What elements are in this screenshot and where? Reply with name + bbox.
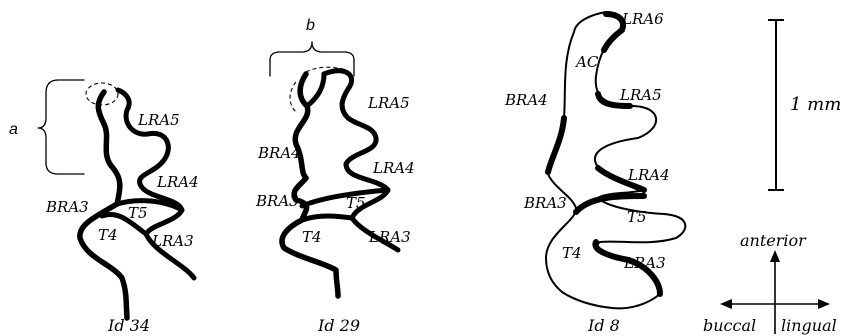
specimen-id-label: Id 34 (107, 316, 150, 335)
accent-top (601, 11, 626, 53)
ridge-t4 (592, 239, 663, 297)
label-t4: T4 (98, 226, 118, 244)
label-bra3: BRA3 (45, 198, 89, 216)
accent-lra4 (595, 165, 647, 193)
bracket-label-a: a (9, 121, 18, 138)
label-lra4: LRA4 (372, 159, 415, 177)
label-lra5: LRA5 (367, 94, 410, 112)
ridge-t5 (573, 193, 647, 215)
label-anterior: anterior (740, 231, 807, 250)
label-lingual: lingual (781, 316, 837, 335)
label-lra5: LRA5 (137, 111, 180, 129)
bracket-b (269, 41, 355, 77)
label-ac: AC (574, 53, 599, 71)
label-t4: T4 (302, 228, 322, 246)
label-buccal: buccal (703, 316, 756, 335)
label-t5: T5 (346, 194, 366, 212)
label-lra3: LRA3 (623, 254, 666, 272)
ridge-t5 (299, 187, 391, 209)
orientation-compass: anterior buccal lingual (703, 231, 837, 335)
accent-lra5 (595, 91, 633, 109)
arrow-head-right-icon (818, 299, 830, 309)
dashed-tip (85, 82, 119, 106)
ridge-t4 (299, 213, 355, 223)
arrow-head-up-icon (770, 250, 780, 262)
specimen-id29: b LRA5 BRA4 LRA4 BRA3 T5 T4 LRA3 Id 29 (255, 17, 415, 335)
label-lra4: LRA4 (627, 166, 670, 184)
buccal-outline (279, 71, 341, 299)
dashed-tip (289, 81, 297, 113)
specimen-id34: a LRA5 LRA4 BRA3 T5 T4 LRA3 Id 34 (9, 79, 199, 335)
ridge-t4 (99, 212, 149, 237)
label-lra3: LRA3 (151, 232, 194, 250)
label-lra4: LRA4 (156, 173, 199, 191)
label-t5: T5 (128, 204, 148, 222)
arrow-head-left-icon (720, 299, 732, 309)
specimen-id-label: Id 29 (317, 316, 360, 335)
label-bra3: BRA3 (523, 194, 567, 212)
label-lra3: LRA3 (368, 228, 411, 246)
label-t5: T5 (627, 208, 647, 226)
label-lra6: LRA6 (621, 10, 664, 28)
label-bra3: BRA3 (255, 192, 299, 210)
lingual-outline (321, 68, 401, 253)
scale-bar: 1 mm (768, 19, 841, 191)
ridge-upper (304, 71, 327, 109)
specimen-id8: LRA6 AC BRA4 LRA5 LRA4 BRA3 T5 T4 LRA3 I… (504, 10, 687, 335)
bracket-label-b: b (306, 17, 315, 34)
ridge-t5 (114, 198, 185, 213)
accent-bra4 (545, 115, 567, 175)
label-bra4: BRA4 (257, 144, 301, 162)
label-bra4: BRA4 (504, 91, 548, 109)
bracket-a (37, 79, 85, 175)
label-t4: T4 (562, 244, 582, 262)
specimen-id-label: Id 8 (587, 316, 620, 335)
label-lra5: LRA5 (619, 86, 662, 104)
scale-bar-label: 1 mm (790, 94, 841, 115)
